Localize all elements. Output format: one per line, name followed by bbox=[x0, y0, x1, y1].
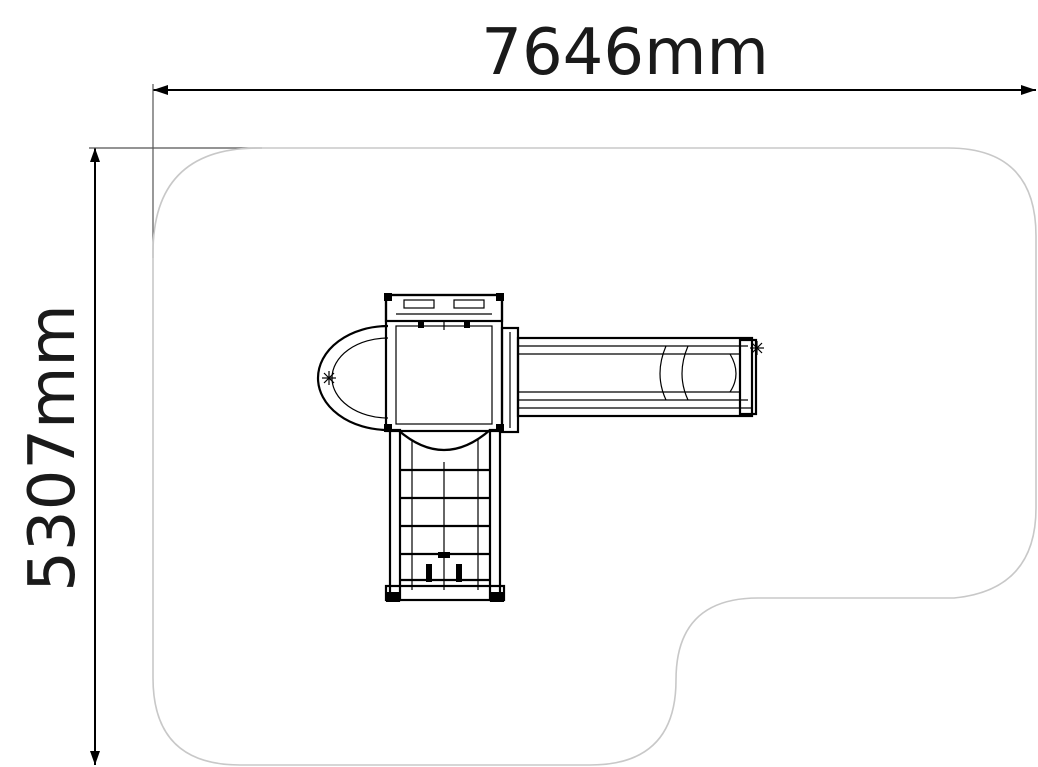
slide-bend-line bbox=[659, 345, 667, 401]
deck-outer bbox=[384, 293, 504, 433]
canopy bbox=[316, 324, 389, 432]
deck-panel-window-right bbox=[453, 299, 485, 309]
safety-zone-outline bbox=[152, 147, 1037, 766]
slide-bed-outer bbox=[516, 336, 754, 418]
width-label: 7646mm bbox=[481, 16, 769, 90]
ladder bbox=[384, 428, 506, 602]
ladder-base bbox=[384, 584, 506, 602]
height-arrow-bottom bbox=[90, 751, 100, 765]
height-arrow-top bbox=[90, 148, 100, 162]
ladder-arch bbox=[397, 429, 491, 451]
deck-post bbox=[496, 293, 504, 301]
height-dimension: 5307mm bbox=[16, 147, 262, 765]
deck-post bbox=[496, 424, 504, 432]
height-label: 5307mm bbox=[16, 304, 90, 592]
ladder-rail-left bbox=[388, 428, 402, 602]
slide bbox=[516, 336, 764, 418]
width-arrow-right bbox=[1021, 85, 1036, 95]
deck-panel-window-left bbox=[403, 299, 435, 309]
slide-end-marker-icon bbox=[750, 341, 764, 355]
canopy-outer-arc bbox=[316, 324, 389, 432]
ladder-rail-right bbox=[488, 428, 502, 602]
deck-post bbox=[384, 424, 392, 432]
deck-post bbox=[384, 293, 392, 301]
slide-exit bbox=[738, 338, 758, 416]
canopy-inner-arc bbox=[331, 337, 389, 419]
deck-top-panel bbox=[384, 293, 504, 323]
deck-floor bbox=[395, 325, 493, 425]
canopy-finial-icon bbox=[322, 371, 336, 385]
width-arrow-left bbox=[153, 85, 168, 95]
width-dimension: 7646mm bbox=[152, 16, 1036, 258]
deck-platform bbox=[384, 293, 520, 434]
